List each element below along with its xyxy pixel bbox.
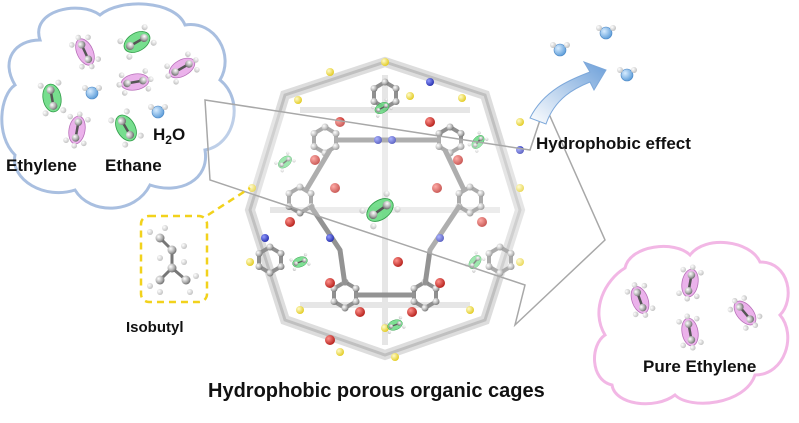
oxygen-atom xyxy=(285,217,295,227)
isobutyl-callout xyxy=(139,186,251,304)
sulfur-atom xyxy=(294,96,302,104)
expelled-water-molecule xyxy=(595,24,617,40)
isobutyl-box xyxy=(139,214,209,304)
sulfur-atom xyxy=(516,118,524,126)
oxygen-atom xyxy=(355,307,365,317)
expelled-water-molecule xyxy=(549,41,571,57)
sulfur-atom xyxy=(391,353,399,361)
nitrogen-atom xyxy=(261,234,269,242)
oxygen-atom xyxy=(330,183,340,193)
nitrogen-atom xyxy=(388,136,396,144)
nitrogen-atom xyxy=(326,234,334,242)
oxygen-atom xyxy=(325,335,335,345)
hydrophobic-curved-arrow xyxy=(529,61,607,125)
isobutyl-connector xyxy=(207,186,251,217)
sulfur-atom xyxy=(516,184,524,192)
separation-arrow xyxy=(204,99,606,328)
nitrogen-atom xyxy=(374,136,382,144)
diagram-title: Hydrophobic porous organic cages xyxy=(208,380,545,402)
pure-ethylene-label: Pure Ethylene xyxy=(643,357,757,376)
sulfur-atom xyxy=(381,324,389,332)
sulfur-atom xyxy=(406,92,414,100)
oxygen-atom xyxy=(325,278,335,288)
water-label-h: H xyxy=(153,125,166,144)
oxygen-atom xyxy=(393,257,403,267)
mixture-cloud-outline xyxy=(0,2,236,210)
oxygen-atom xyxy=(432,183,442,193)
water-label-o: O xyxy=(171,125,186,144)
oxygen-atom xyxy=(435,278,445,288)
isobutyl-label: Isobutyl xyxy=(126,319,184,336)
oxygen-atom xyxy=(407,307,417,317)
ethane-label: Ethane xyxy=(105,156,162,175)
mixture-cloud xyxy=(0,2,236,210)
isobutyl-molecule xyxy=(147,225,199,295)
sulfur-atom xyxy=(296,306,304,314)
sulfur-atom xyxy=(246,258,254,266)
oxygen-atom xyxy=(310,155,320,165)
nitrogen-atom xyxy=(436,234,444,242)
cage-frame xyxy=(248,60,522,357)
oxygen-atom xyxy=(453,155,463,165)
ethylene-label: Ethylene xyxy=(6,156,77,175)
cage-linkers xyxy=(302,137,468,298)
hydrophobic-effect-label: Hydrophobic effect xyxy=(536,134,691,153)
oxygen-atom xyxy=(477,217,487,227)
sulfur-atom xyxy=(326,68,334,76)
cage-ethylene-molecule xyxy=(288,251,312,273)
sulfur-atom xyxy=(458,94,466,102)
sulfur-atom xyxy=(381,58,389,66)
sulfur-atom xyxy=(248,184,256,192)
expelled-water-molecule xyxy=(616,66,638,82)
oxygen-atom xyxy=(335,117,345,127)
nitrogen-atom xyxy=(426,78,434,86)
sulfur-atom xyxy=(336,348,344,356)
water-label-subscript: 2 xyxy=(165,133,172,147)
oxygen-atom xyxy=(425,117,435,127)
sulfur-atom xyxy=(516,258,524,266)
sulfur-atom xyxy=(466,306,474,314)
water-label: H2O xyxy=(153,126,185,146)
